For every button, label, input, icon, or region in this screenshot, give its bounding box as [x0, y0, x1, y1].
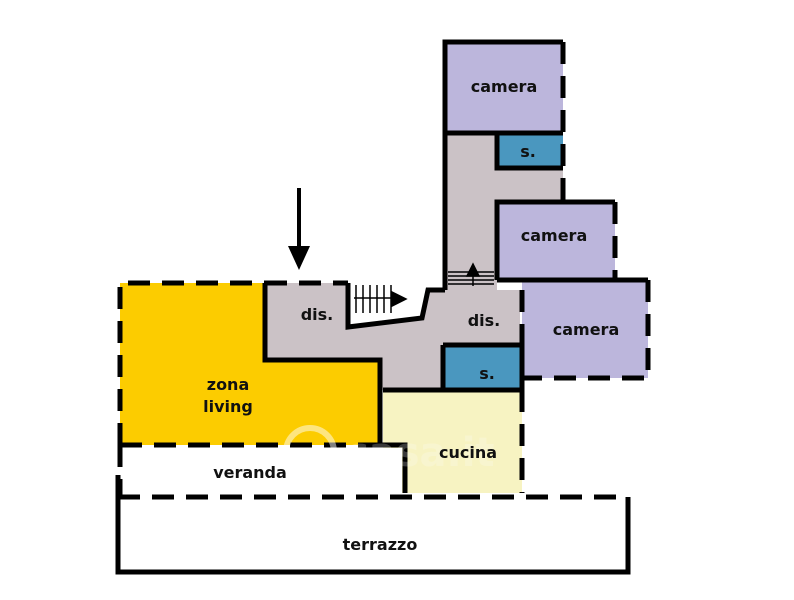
room-distribution — [265, 283, 520, 390]
room-camera-top — [445, 42, 563, 133]
entrance-arrow-icon — [288, 188, 310, 270]
label-living-2: living — [203, 397, 253, 416]
room-camera-mid — [497, 202, 615, 280]
stairs-icon — [354, 262, 494, 313]
label-camera-mid: camera — [521, 226, 588, 245]
label-bath-bottom: s. — [479, 364, 495, 383]
room-cucina — [383, 390, 522, 493]
watermark-logo: casa.it — [283, 425, 495, 479]
label-cucina: cucina — [439, 443, 497, 462]
room-camera-right — [522, 280, 648, 378]
label-bath-top: s. — [520, 142, 536, 161]
label-terrazzo: terrazzo — [343, 535, 418, 554]
label-camera-right: camera — [553, 320, 620, 339]
svg-text:casa.it: casa.it — [345, 430, 495, 476]
label-living-1: zona — [207, 375, 250, 394]
label-veranda: veranda — [213, 463, 287, 482]
room-bath-top — [497, 133, 563, 168]
label-dis-left: dis. — [301, 305, 334, 324]
room-zona-living — [120, 283, 380, 445]
label-dis-right: dis. — [468, 311, 501, 330]
label-camera-top: camera — [471, 77, 538, 96]
room-bath-bottom — [443, 345, 522, 390]
room-corridor — [445, 133, 563, 290]
